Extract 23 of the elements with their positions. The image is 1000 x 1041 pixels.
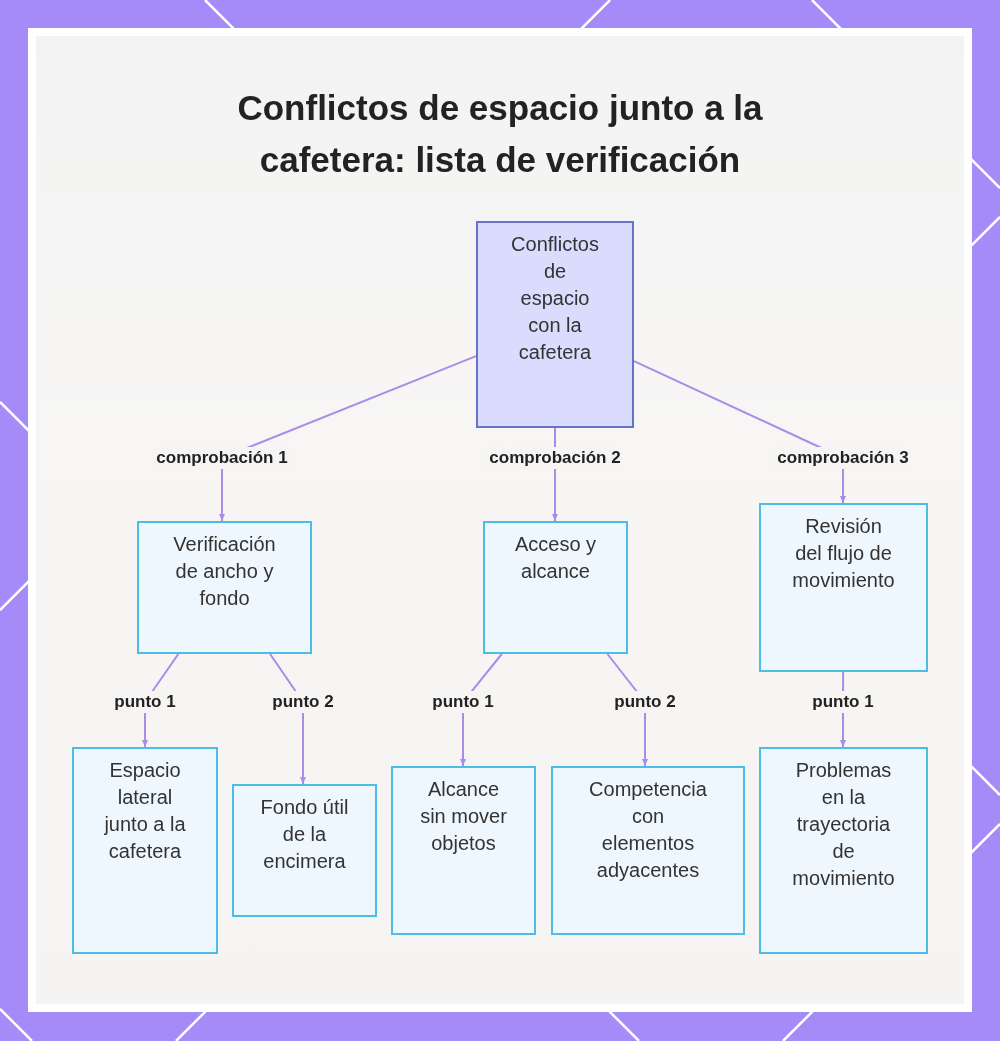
process-box [391,766,536,935]
process-box [759,747,928,954]
node-text: Revisión del flujo de movimiento [791,514,896,593]
edge-label: comprobación 1 [153,447,291,469]
edge-label: comprobación 2 [486,447,624,469]
process-box [483,521,628,654]
node-text: Conflictos de espacio con la cafetera [510,232,600,365]
process-box [137,521,312,654]
node-text: Fondo útil de la encimera [259,795,350,874]
process-box [72,747,218,954]
node-text: Verificación de ancho y fondo [172,532,277,611]
node-text: Acceso y alcance [513,532,598,584]
title: Conflictos de espacio junto a la cafetera: lista de verificación [236,87,764,181]
process-box [551,766,745,935]
node-text: Problemas en la trayectoria de movimiento [791,758,896,891]
connector-arrow [219,355,477,522]
node-text: Espacio lateral junto a la cafetera [103,758,187,864]
process-box [759,503,928,672]
node-text: Competencia con elementos adyacentes [588,777,708,883]
process-box [232,784,377,917]
root-topic-box [476,221,634,428]
edge-label: comprobación 3 [774,447,912,469]
node-text: Alcance sin mover objetos [419,777,508,856]
